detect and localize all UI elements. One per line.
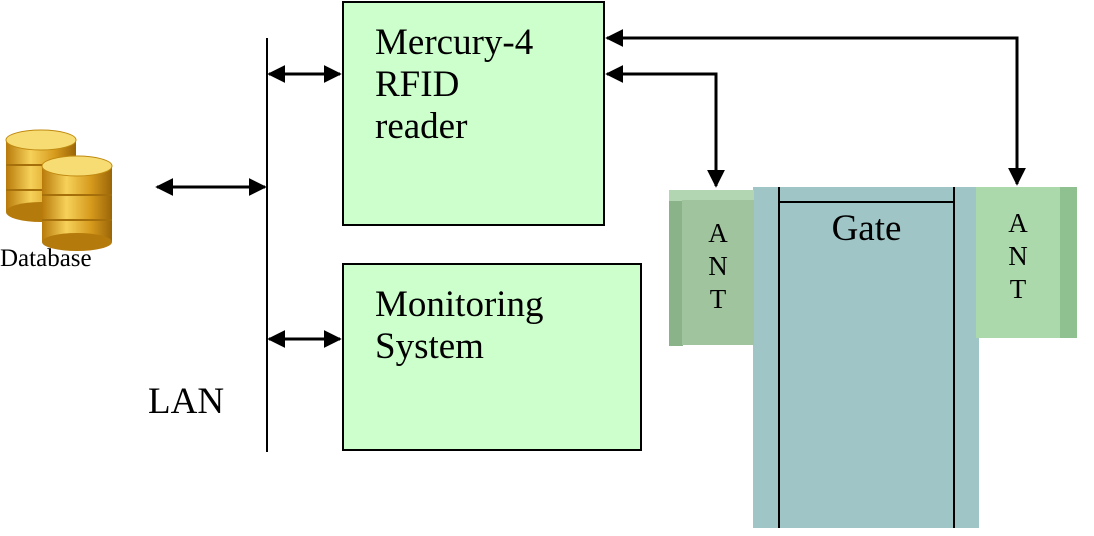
reader-line-3: reader [375, 105, 468, 147]
lan-label: LAN [148, 381, 225, 422]
gate-top-bar [778, 201, 955, 203]
gate-body [753, 187, 979, 528]
antenna-left-letter: T [709, 284, 727, 315]
antenna-right-letter: N [1008, 241, 1028, 272]
monitoring-line-2: System [375, 325, 484, 367]
antenna-left-letter: N [708, 251, 728, 282]
gate-passage [778, 187, 955, 528]
antenna-left-letter: A [708, 218, 728, 248]
reader-antenna-left-arrow [605, 65, 725, 188]
antenna-right: A N T [976, 187, 1060, 338]
antenna-left-side [669, 190, 683, 346]
reader-line-2: RFID [375, 63, 460, 105]
antenna-right-side [1060, 187, 1077, 338]
rfid-reader-box: Mercury-4 RFID reader [342, 1, 605, 226]
antenna-left-top [669, 190, 754, 201]
antenna-right-letter: A [1008, 208, 1028, 238]
monitoring-line-1: Monitoring [375, 284, 544, 325]
antenna-right-letter: T [1009, 274, 1027, 305]
reader-antenna-right-arrow [605, 29, 1026, 186]
reader-line-1: Mercury-4 [375, 22, 534, 63]
database-label: Database [0, 245, 92, 272]
gate-label: Gate [831, 208, 902, 249]
antenna-left: A N T [682, 200, 754, 345]
monitoring-system-box: Monitoring System [342, 263, 642, 451]
database-icon [5, 129, 113, 251]
